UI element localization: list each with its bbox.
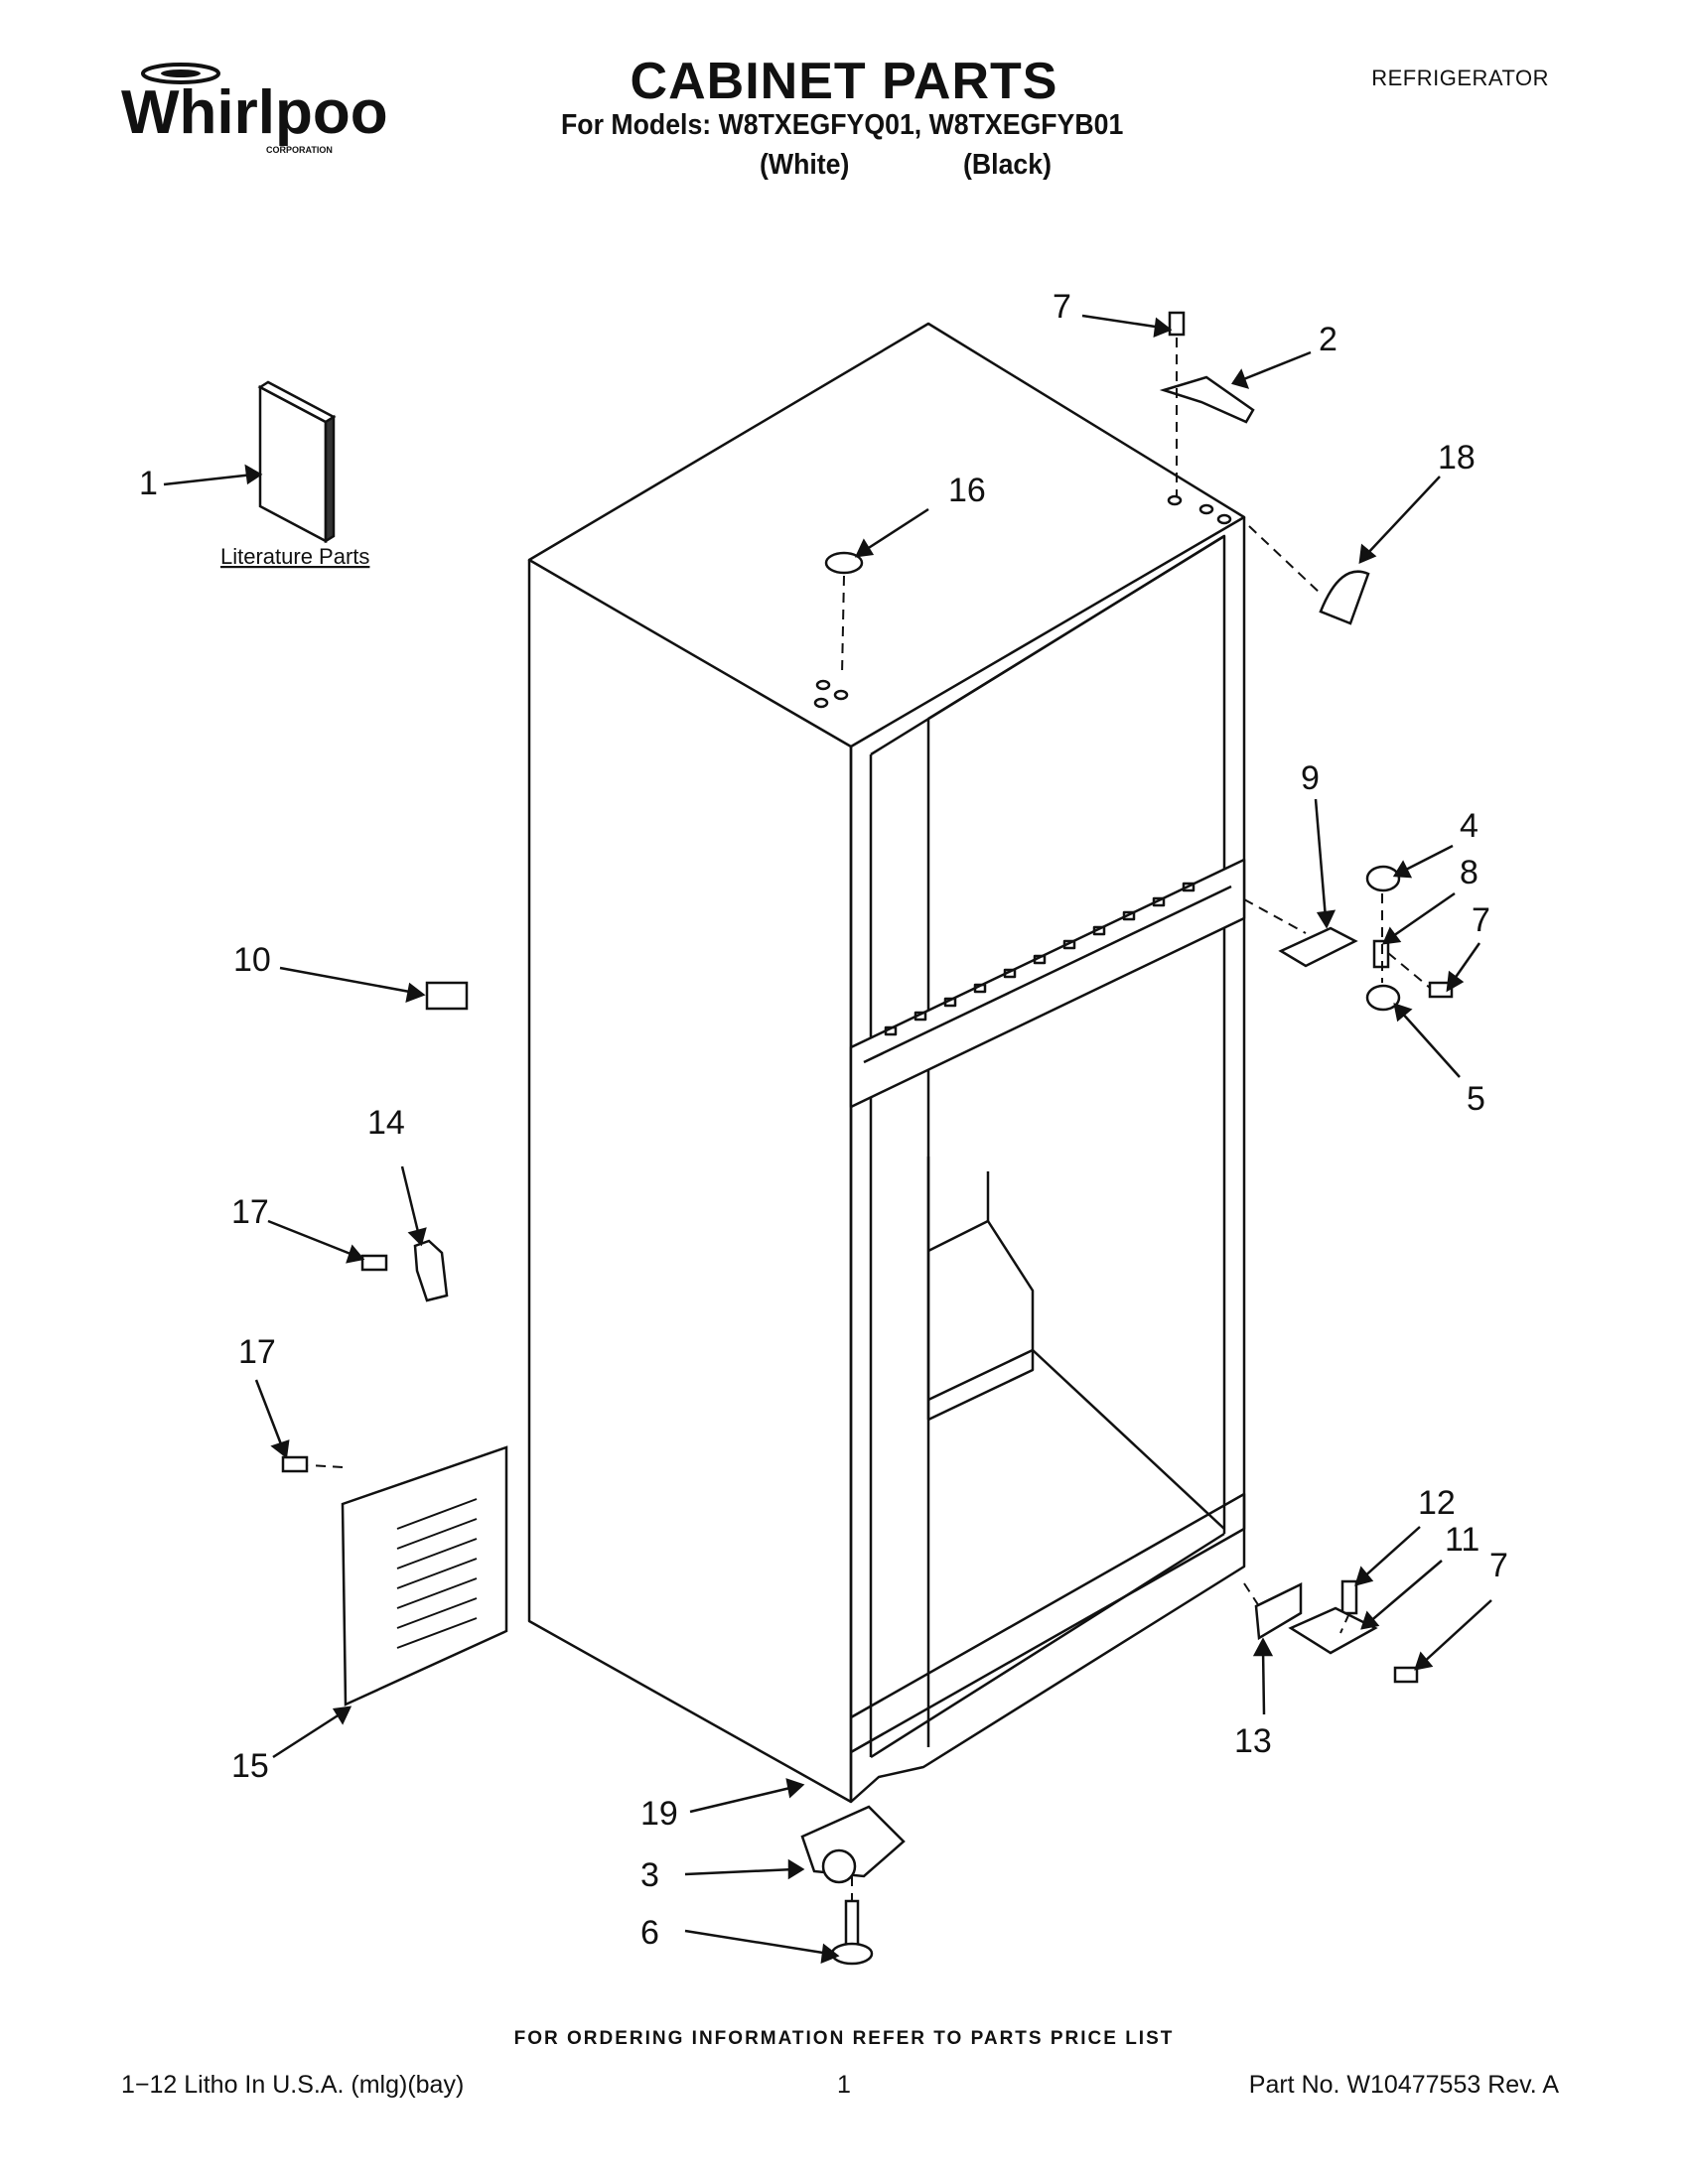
variant-white: (White) bbox=[760, 149, 850, 181]
callout-19: 19 bbox=[640, 1795, 678, 1833]
callout-15: 15 bbox=[231, 1747, 269, 1785]
callout-1: 1 bbox=[139, 465, 158, 502]
callout-14: 14 bbox=[367, 1104, 405, 1142]
callout-9: 9 bbox=[1301, 759, 1320, 797]
callout-3: 3 bbox=[640, 1856, 659, 1894]
screw-7-right bbox=[1428, 981, 1454, 999]
footer-litho: 1−12 Litho In U.S.A. (mlg)(bay) bbox=[121, 2071, 465, 2099]
screw-17-upper bbox=[360, 1254, 388, 1272]
cabinet bbox=[527, 322, 1246, 1804]
hinge-cover-18 bbox=[1319, 570, 1370, 625]
bushing-5 bbox=[1365, 984, 1401, 1012]
callout-4: 4 bbox=[1460, 807, 1478, 845]
callout-16: 16 bbox=[948, 472, 986, 509]
page-title: CABINET PARTS bbox=[630, 53, 1058, 110]
whirlpool-logo: Whirlpool CORPORATION bbox=[121, 63, 387, 155]
plug-16 bbox=[824, 551, 864, 575]
literature-book bbox=[257, 380, 337, 544]
callout-13: 13 bbox=[1234, 1722, 1272, 1760]
screw-7-lower bbox=[1393, 1666, 1419, 1684]
page-number: 1 bbox=[837, 2071, 851, 2099]
callout-10: 10 bbox=[233, 941, 271, 979]
callout-11: 11 bbox=[1445, 1521, 1479, 1559]
screw-7-top bbox=[1168, 311, 1186, 337]
screw-17-lower bbox=[281, 1455, 309, 1473]
callout-2: 2 bbox=[1319, 321, 1337, 358]
brand-wordmark: Whirlpool bbox=[121, 78, 387, 147]
leveling-foot bbox=[830, 1942, 874, 1966]
callout-17-lower: 17 bbox=[238, 1333, 276, 1371]
roller-wheel bbox=[821, 1848, 857, 1884]
variant-black: (Black) bbox=[963, 149, 1052, 181]
bracket-14 bbox=[413, 1239, 449, 1302]
bushing-4 bbox=[1365, 865, 1401, 892]
center-hinge-9 bbox=[1278, 926, 1358, 968]
category-label: REFRIGERATOR bbox=[1371, 66, 1549, 90]
callout-17-upper: 17 bbox=[231, 1193, 269, 1231]
access-panel-15 bbox=[341, 1445, 508, 1706]
callout-7-right: 7 bbox=[1472, 901, 1490, 939]
callouts: 1 2 3 4 5 6 7 7 7 7 8 9 10 11 12 13 14 1… bbox=[139, 288, 1508, 1952]
models-line: For Models: W8TXEGFYQ01, W8TXEGFYB01 bbox=[561, 109, 1124, 141]
brand-sub: CORPORATION bbox=[266, 145, 333, 155]
part-number: Part No. W10477553 Rev. A bbox=[1248, 2071, 1559, 2099]
plate-13 bbox=[1254, 1581, 1303, 1641]
callout-5: 5 bbox=[1467, 1080, 1485, 1118]
callout-7-top: 7 bbox=[1053, 288, 1071, 326]
clip-10 bbox=[425, 981, 469, 1011]
ordering-note: FOR ORDERING INFORMATION REFER TO PARTS … bbox=[513, 2028, 1175, 2049]
callout-18: 18 bbox=[1438, 439, 1476, 477]
callout-6: 6 bbox=[640, 1914, 659, 1952]
callout-7-lower: 7 bbox=[1489, 1547, 1508, 1584]
callout-8: 8 bbox=[1460, 854, 1478, 891]
top-hinge bbox=[1159, 375, 1255, 424]
pin-12 bbox=[1340, 1579, 1358, 1615]
bracket-11 bbox=[1288, 1606, 1378, 1655]
literature-label: Literature Parts bbox=[220, 544, 369, 569]
callout-12: 12 bbox=[1418, 1484, 1456, 1522]
